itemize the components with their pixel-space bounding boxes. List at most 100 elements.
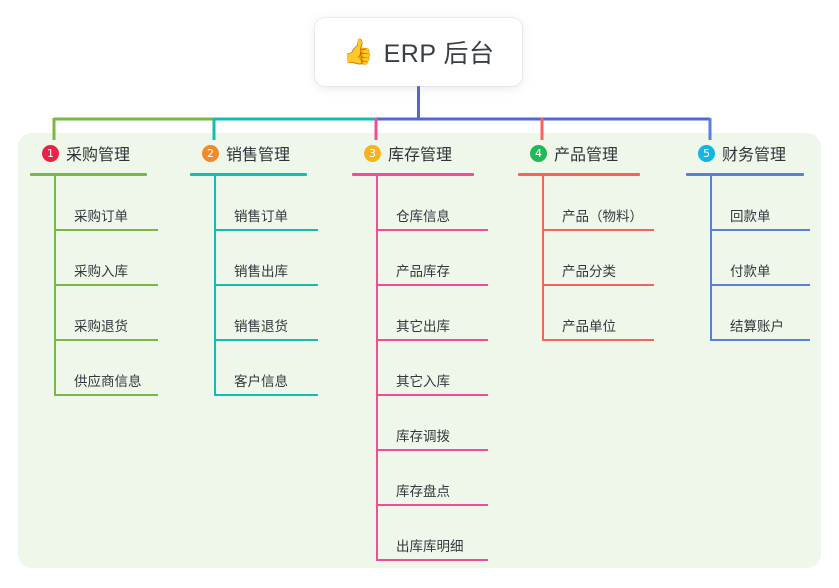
- list-item-label: 供应商信息: [74, 374, 142, 389]
- list-item[interactable]: 采购退货: [54, 286, 158, 341]
- list-item[interactable]: 采购入库: [54, 231, 158, 286]
- list-item-underline: [542, 339, 654, 341]
- category-column-2: 2 销售管理销售订单销售出库销售退货客户信息: [190, 140, 318, 396]
- category-item-list: 回款单付款单结算账户: [686, 176, 810, 341]
- list-item-underline: [542, 284, 654, 286]
- list-item[interactable]: 回款单: [710, 176, 810, 231]
- list-item-underline: [214, 229, 318, 231]
- category-title: 产品管理: [554, 147, 619, 164]
- list-item-underline: [710, 229, 810, 231]
- list-item[interactable]: 其它入库: [376, 341, 488, 396]
- list-item-underline: [376, 449, 488, 451]
- list-item-underline: [376, 339, 488, 341]
- list-item-label: 产品（物料）: [562, 209, 643, 224]
- list-item-underline: [214, 284, 318, 286]
- list-item-label: 销售退货: [234, 319, 288, 334]
- list-item[interactable]: 仓库信息: [376, 176, 488, 231]
- list-item-underline: [376, 504, 488, 506]
- category-badge-number: 4: [530, 144, 547, 162]
- list-item-label: 销售出库: [234, 264, 288, 279]
- category-column-3: 3 库存管理仓库信息产品库存其它出库其它入库库存调拨库存盘点出库库明细: [352, 140, 488, 561]
- list-item-underline: [710, 284, 810, 286]
- list-item-underline: [376, 284, 488, 286]
- list-item[interactable]: 结算账户: [710, 286, 810, 341]
- list-item-label: 其它出库: [396, 319, 450, 334]
- list-item-underline: [54, 339, 158, 341]
- category-header-underline: [352, 173, 474, 176]
- list-item[interactable]: 采购订单: [54, 176, 158, 231]
- category-badge-number: 2: [202, 144, 219, 162]
- list-item[interactable]: 产品单位: [542, 286, 654, 341]
- list-item-underline: [710, 339, 810, 341]
- category-header-5[interactable]: 5 财务管理: [686, 140, 804, 166]
- thumbs-up-icon: 👍: [342, 37, 374, 66]
- category-vertical-connector: [542, 176, 544, 341]
- list-item-label: 出库库明细: [396, 539, 464, 554]
- category-item-list: 产品（物料） 产品分类产品单位: [518, 176, 654, 341]
- list-item-underline: [542, 229, 654, 231]
- category-header-underline: [190, 173, 307, 176]
- list-item-label: 回款单: [730, 209, 771, 224]
- category-title: 销售管理: [226, 147, 291, 164]
- category-item-list: 采购订单采购入库采购退货供应商信息: [30, 176, 158, 396]
- category-badge-number: 1: [42, 144, 59, 162]
- list-item-label: 采购入库: [74, 264, 128, 279]
- list-item-label: 其它入库: [396, 374, 450, 389]
- category-title: 财务管理: [722, 147, 787, 164]
- category-header-3[interactable]: 3 库存管理: [352, 140, 474, 166]
- list-item[interactable]: 销售订单: [214, 176, 318, 231]
- list-item-label: 库存调拨: [396, 429, 450, 444]
- list-item-underline: [376, 559, 488, 561]
- category-item-list: 仓库信息产品库存其它出库其它入库库存调拨库存盘点出库库明细: [352, 176, 488, 561]
- list-item-underline: [54, 229, 158, 231]
- category-column-4: 4 产品管理产品（物料） 产品分类产品单位: [518, 140, 654, 341]
- list-item-label: 产品库存: [396, 264, 450, 279]
- list-item-label: 付款单: [730, 264, 771, 279]
- list-item-label: 采购订单: [74, 209, 128, 224]
- list-item[interactable]: 其它出库: [376, 286, 488, 341]
- category-header-2[interactable]: 2 销售管理: [190, 140, 307, 166]
- category-badge-number: 3: [364, 144, 381, 162]
- list-item[interactable]: 库存调拨: [376, 396, 488, 451]
- list-item-underline: [376, 229, 488, 231]
- list-item[interactable]: 产品库存: [376, 231, 488, 286]
- list-item-label: 产品单位: [562, 319, 616, 334]
- list-item-underline: [214, 339, 318, 341]
- category-column-5: 5 财务管理回款单付款单结算账户: [686, 140, 810, 341]
- category-vertical-connector: [54, 176, 56, 396]
- list-item[interactable]: 库存盘点: [376, 451, 488, 506]
- category-vertical-connector: [376, 176, 378, 561]
- category-item-list: 销售订单销售出库销售退货客户信息: [190, 176, 318, 396]
- list-item-underline: [54, 394, 158, 396]
- list-item[interactable]: 产品（物料）: [542, 176, 654, 231]
- root-node-erp-backend[interactable]: 👍 ERP 后台: [315, 18, 522, 86]
- list-item[interactable]: 供应商信息: [54, 341, 158, 396]
- category-header-underline: [686, 173, 804, 176]
- category-vertical-connector: [214, 176, 216, 396]
- category-header-4[interactable]: 4 产品管理: [518, 140, 643, 166]
- category-header-underline: [518, 173, 640, 176]
- list-item[interactable]: 产品分类: [542, 231, 654, 286]
- list-item-underline: [214, 394, 318, 396]
- diagram-panel-background: [18, 133, 821, 568]
- list-item[interactable]: 销售出库: [214, 231, 318, 286]
- root-node-label: ERP 后台: [383, 40, 495, 68]
- list-item[interactable]: 销售退货: [214, 286, 318, 341]
- list-item-label: 仓库信息: [396, 209, 450, 224]
- list-item[interactable]: 客户信息: [214, 341, 318, 396]
- category-vertical-connector: [710, 176, 712, 341]
- category-title: 库存管理: [388, 147, 453, 164]
- list-item-label: 销售订单: [234, 209, 288, 224]
- list-item-label: 库存盘点: [396, 484, 450, 499]
- category-header-underline: [30, 173, 147, 176]
- category-badge-number: 5: [698, 144, 715, 162]
- list-item-label: 采购退货: [74, 319, 128, 334]
- list-item[interactable]: 付款单: [710, 231, 810, 286]
- list-item-underline: [376, 394, 488, 396]
- list-item-label: 产品分类: [562, 264, 616, 279]
- list-item[interactable]: 出库库明细: [376, 506, 488, 561]
